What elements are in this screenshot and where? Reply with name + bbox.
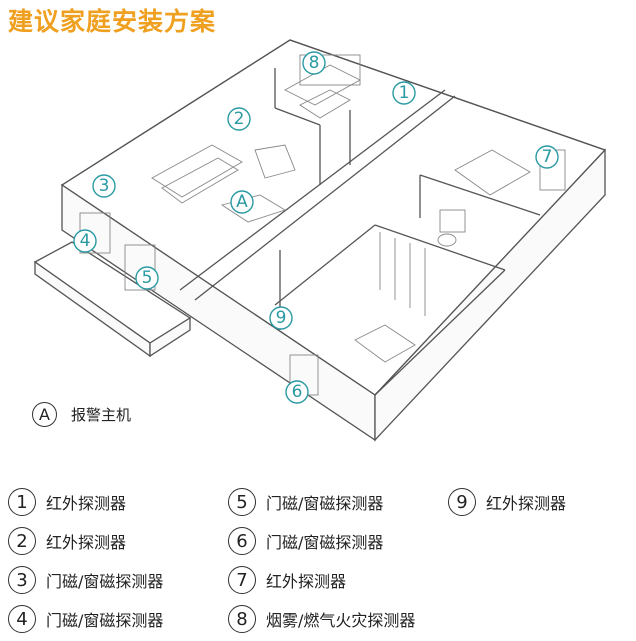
legend-num: 8 [228, 605, 256, 633]
legend-num: 3 [8, 566, 36, 594]
legend-num: 1 [8, 488, 36, 516]
svg-text:7: 7 [542, 147, 553, 167]
host-legend: A 报警主机 [32, 402, 131, 427]
legend-item-3: 3 门磁/窗磁探测器 [8, 566, 163, 594]
interior-walls [179, 68, 541, 396]
svg-text:A: A [236, 192, 248, 212]
legend-label: 红外探测器 [266, 572, 347, 591]
legend-item-7: 7 红外探测器 [228, 566, 346, 594]
legend-num: 4 [8, 605, 36, 633]
legend-label: 红外探测器 [46, 533, 127, 552]
host-label: 报警主机 [71, 406, 132, 424]
svg-text:5: 5 [142, 268, 153, 288]
legend-item-4: 4 门磁/窗磁探测器 [8, 605, 163, 633]
svg-text:6: 6 [292, 382, 303, 402]
legend-num: 9 [448, 488, 476, 516]
legend-item-2: 2 红外探测器 [8, 527, 126, 555]
svg-text:9: 9 [276, 308, 287, 328]
svg-text:3: 3 [99, 176, 110, 196]
legend-num: 7 [228, 566, 256, 594]
legend-label: 红外探测器 [486, 494, 567, 513]
page-title: 建议家庭安装方案 [8, 7, 217, 36]
marker-6: 6 [285, 380, 309, 404]
floor-plan-diagram: 1 2 3 4 5 6 7 8 9 A [33, 39, 607, 442]
legend-item-9: 9 红外探测器 [448, 488, 566, 516]
marker-7: 7 [535, 145, 559, 169]
bedroom-furniture [354, 149, 531, 363]
house-outline [33, 39, 607, 442]
marker-5: 5 [135, 266, 159, 290]
legend-label: 红外探测器 [46, 494, 127, 513]
legend-num: 6 [228, 527, 256, 555]
legend-label: 门磁/窗磁探测器 [266, 533, 384, 552]
marker-3: 3 [92, 174, 116, 198]
legend-num: 2 [8, 527, 36, 555]
marker-9: 9 [269, 306, 293, 330]
svg-text:2: 2 [234, 109, 245, 129]
legend-label: 门磁/窗磁探测器 [46, 611, 164, 630]
legend-num: 5 [228, 488, 256, 516]
svg-text:1: 1 [399, 83, 410, 103]
legend-item-1: 1 红外探测器 [8, 488, 126, 516]
legend-item-5: 5 门磁/窗磁探测器 [228, 488, 383, 516]
marker-A: A [230, 190, 254, 214]
legend: 1 红外探测器 2 红外探测器 3 门磁/窗磁探测器 4 门磁/窗磁探测器 5 … [8, 484, 628, 641]
legend-label: 门磁/窗磁探测器 [266, 494, 384, 513]
host-symbol: A [32, 402, 57, 427]
legend-item-8: 8 烟雾/燃气火灾探测器 [228, 605, 415, 633]
marker-2: 2 [227, 107, 251, 131]
svg-text:8: 8 [309, 53, 320, 73]
legend-item-6: 6 门磁/窗磁探测器 [228, 527, 383, 555]
legend-label: 烟雾/燃气火灾探测器 [266, 611, 416, 630]
marker-4: 4 [73, 229, 97, 253]
marker-1: 1 [392, 81, 416, 105]
bathroom-furniture [437, 209, 466, 247]
legend-label: 门磁/窗磁探测器 [46, 572, 164, 591]
svg-text:4: 4 [80, 231, 91, 251]
marker-8: 8 [302, 51, 326, 75]
